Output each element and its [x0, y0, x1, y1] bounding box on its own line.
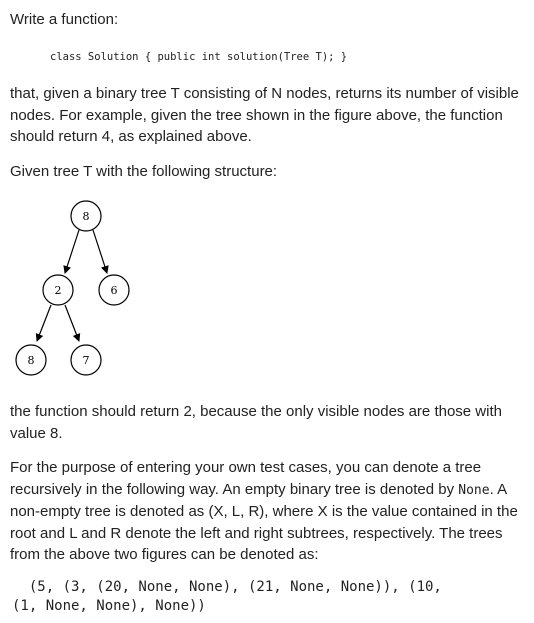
tree-node-label: 2	[55, 284, 62, 297]
edge-root-left	[63, 229, 80, 274]
tree-node-root: 8	[70, 200, 102, 232]
tree-node-left-right: 7	[70, 344, 102, 376]
result-paragraph: the function should return 2, because th…	[10, 403, 502, 442]
notation-paragraph: For the purpose of entering your own tes…	[10, 457, 528, 566]
tree-node-label: 8	[83, 210, 90, 223]
edge-root-right	[92, 229, 109, 274]
function-signature: class Solution { public int solution(Tre…	[50, 51, 348, 63]
tree-node-label: 6	[111, 284, 118, 297]
tree-node-left: 2	[42, 274, 74, 306]
tree-node-right: 6	[98, 274, 130, 306]
notation-text-part1: For the purpose of entering your own tes…	[10, 459, 482, 498]
description-paragraph: that, given a binary tree T consisting o…	[10, 85, 519, 145]
code-example-line-1: (5, (3, (20, None, None), (21, None, Non…	[12, 579, 442, 595]
tree-node-label: 7	[83, 354, 90, 367]
given-tree-text: Given tree T with the following structur…	[10, 163, 278, 180]
edge-left-leftright	[64, 304, 81, 342]
edge-left-leftleft	[35, 304, 52, 342]
code-example-line-2: (1, None, None), None))	[12, 598, 206, 614]
tree-node-label: 8	[28, 354, 35, 367]
tree-diagram: 8 2 6 8 7	[15, 200, 130, 376]
intro-text: Write a function:	[10, 11, 119, 28]
tree-notation-example: (5, (3, (20, None, None), (21, None, Non…	[12, 578, 442, 616]
tree-node-left-left: 8	[15, 344, 47, 376]
none-inline-code: None	[458, 482, 490, 498]
notation-text-part2: . A non-empty tree is denoted as (X, L, …	[10, 480, 518, 564]
